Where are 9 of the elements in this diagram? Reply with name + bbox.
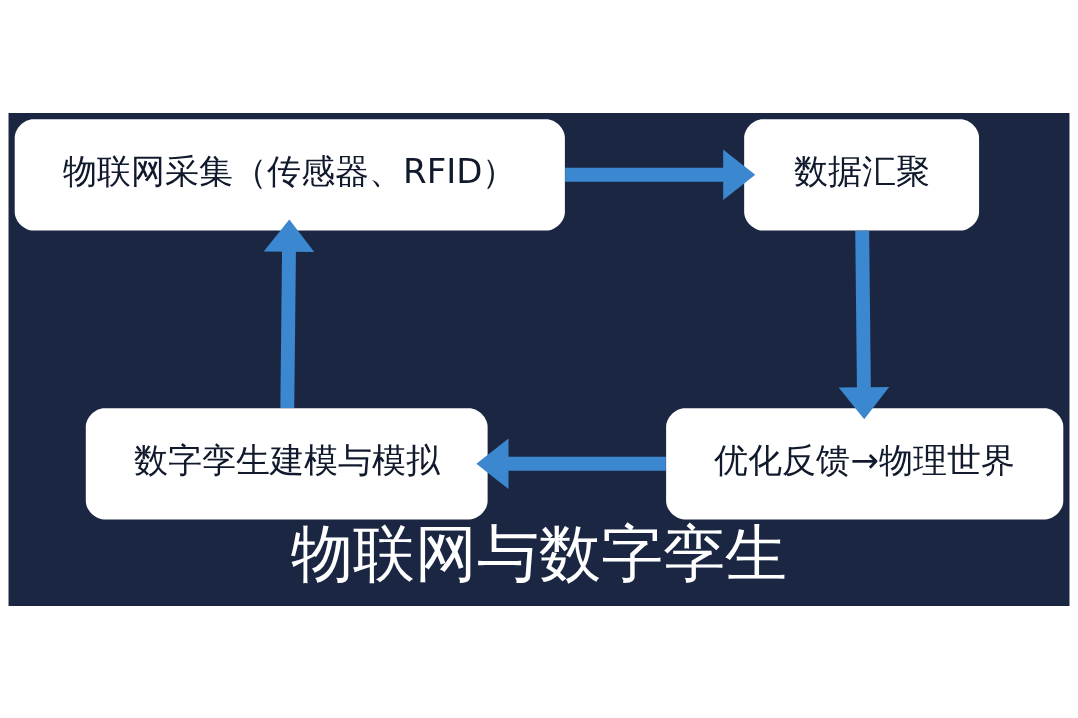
arrow — [838, 230, 890, 419]
node-box: 物联网采集（传感器、RFID） — [14, 118, 565, 230]
arrow — [263, 219, 315, 408]
arrow — [476, 438, 666, 489]
node-box: 数字孪生建模与模拟 — [85, 407, 488, 519]
node-box: 数据汇聚 — [744, 118, 980, 230]
node-box: 优化反馈→物理世界 — [666, 407, 1064, 519]
diagram-title: 物联网与数字孪生 — [291, 517, 787, 590]
arrow — [565, 149, 756, 200]
